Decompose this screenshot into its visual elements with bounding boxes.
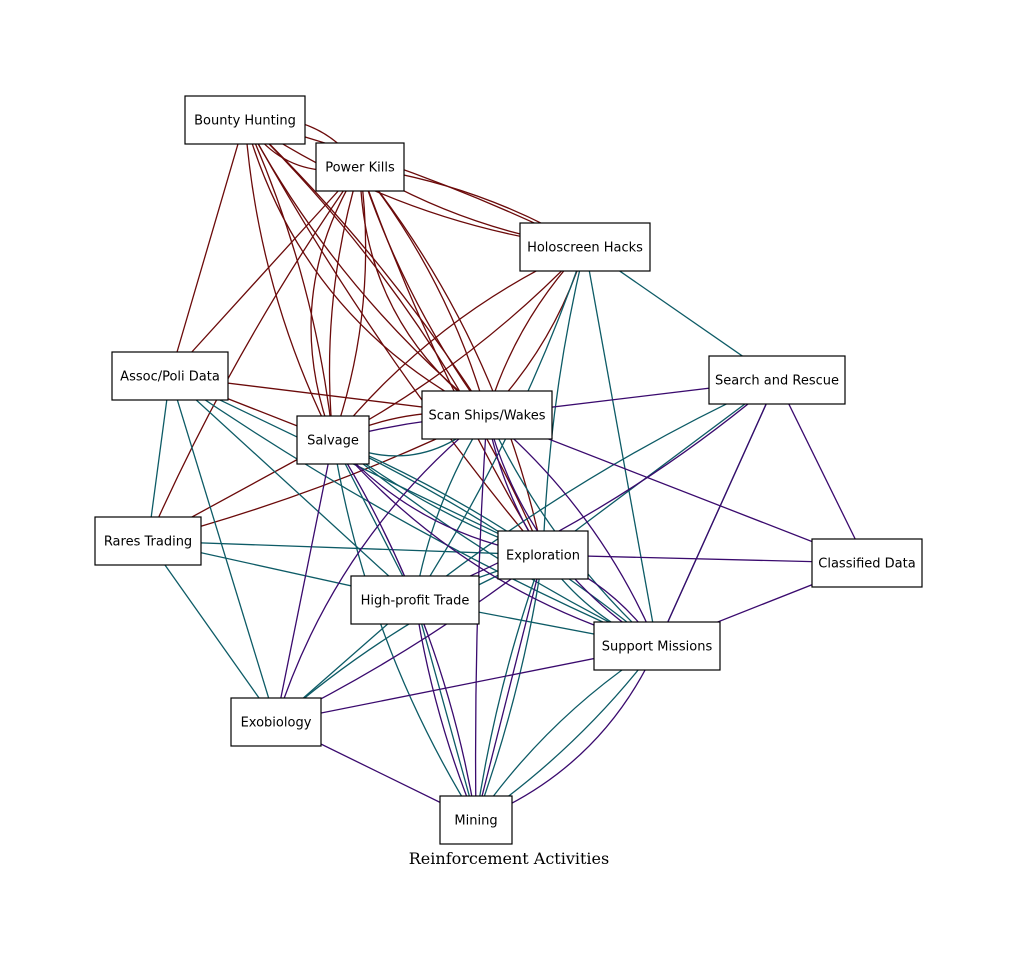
node-label-power: Power Kills bbox=[325, 161, 395, 176]
edge-holo-scan bbox=[486, 246, 586, 416]
edge-holo-support bbox=[584, 246, 658, 647]
node-exobio[interactable]: Exobiology bbox=[230, 697, 322, 747]
node-search[interactable]: Search and Rescue bbox=[708, 355, 846, 405]
node-mining[interactable]: Mining bbox=[439, 795, 513, 845]
node-box-support bbox=[593, 621, 721, 671]
node-box-rares bbox=[94, 516, 202, 566]
node-box-salvage bbox=[296, 415, 370, 465]
edge-holo-scan bbox=[486, 246, 586, 416]
edge-bounty-salvage bbox=[244, 119, 334, 441]
node-holo[interactable]: Holoscreen Hacks bbox=[519, 222, 651, 272]
edge-hptrade-mining bbox=[414, 599, 477, 821]
node-label-classified: Classified Data bbox=[818, 557, 915, 572]
node-rares[interactable]: Rares Trading bbox=[94, 516, 202, 566]
edge-search-classified bbox=[776, 379, 868, 564]
node-box-search bbox=[708, 355, 846, 405]
node-box-exobio bbox=[230, 697, 322, 747]
node-box-bounty bbox=[184, 95, 306, 145]
node-classified[interactable]: Classified Data bbox=[811, 538, 923, 588]
node-label-support: Support Missions bbox=[602, 640, 713, 655]
node-salvage[interactable]: Salvage bbox=[296, 415, 370, 465]
edge-bounty-explor bbox=[244, 119, 544, 556]
edge-assoc-hptrade bbox=[169, 375, 416, 601]
node-hptrade[interactable]: High-profit Trade bbox=[350, 575, 480, 625]
edge-power-salvage bbox=[310, 166, 361, 441]
node-box-explor bbox=[497, 530, 589, 580]
edge-support-mining bbox=[475, 645, 658, 821]
node-label-search: Search and Rescue bbox=[715, 374, 839, 389]
edge-bounty-salvage bbox=[244, 119, 334, 441]
node-explor[interactable]: Exploration bbox=[497, 530, 589, 580]
edge-bounty-assoc bbox=[169, 119, 246, 377]
node-support[interactable]: Support Missions bbox=[593, 621, 721, 671]
node-label-mining: Mining bbox=[454, 814, 497, 829]
node-bounty[interactable]: Bounty Hunting bbox=[184, 95, 306, 145]
edge-power-rares bbox=[147, 166, 361, 542]
node-label-salvage: Salvage bbox=[307, 434, 359, 449]
node-box-assoc bbox=[111, 351, 229, 401]
edge-scan-support bbox=[486, 414, 658, 647]
node-box-mining bbox=[439, 795, 513, 845]
node-label-exobio: Exobiology bbox=[241, 716, 312, 731]
edge-support-mining bbox=[475, 645, 658, 821]
edge-salvage-exobio bbox=[275, 439, 334, 723]
edge-holo-explor bbox=[542, 246, 586, 556]
node-box-scan bbox=[421, 390, 553, 440]
edge-power-explor bbox=[359, 166, 544, 556]
edge-rares-exobio bbox=[147, 540, 277, 723]
edge-power-explor bbox=[359, 166, 544, 556]
node-label-rares: Rares Trading bbox=[104, 535, 192, 550]
edge-search-support bbox=[656, 379, 778, 647]
node-assoc[interactable]: Assoc/Poli Data bbox=[111, 351, 229, 401]
edge-search-hptrade bbox=[414, 379, 778, 601]
node-box-hptrade bbox=[350, 575, 480, 625]
edge-hptrade-mining bbox=[414, 599, 477, 821]
node-label-holo: Holoscreen Hacks bbox=[527, 241, 643, 256]
node-power[interactable]: Power Kills bbox=[315, 142, 405, 192]
edge-explor-mining bbox=[475, 554, 544, 821]
edge-support-mining bbox=[475, 645, 658, 821]
node-label-explor: Exploration bbox=[506, 549, 580, 564]
node-box-holo bbox=[519, 222, 651, 272]
edge-explor-mining bbox=[475, 554, 544, 821]
edge-explor-mining bbox=[475, 554, 544, 821]
edge-power-scan bbox=[359, 166, 488, 416]
edge-salvage-mining bbox=[332, 439, 477, 821]
node-scan[interactable]: Scan Ships/Wakes bbox=[421, 390, 553, 440]
diagram-title: Reinforcement Activities bbox=[409, 849, 609, 868]
edges-layer bbox=[147, 117, 868, 821]
node-label-assoc: Assoc/Poli Data bbox=[120, 370, 220, 385]
edge-power-assoc bbox=[169, 166, 361, 377]
edge-scan-exobio bbox=[275, 414, 488, 723]
node-box-classified bbox=[811, 538, 923, 588]
edge-search-explor bbox=[542, 379, 778, 556]
edge-power-salvage bbox=[332, 166, 367, 441]
edge-assoc-exobio bbox=[169, 375, 277, 723]
edge-power-salvage bbox=[328, 166, 361, 441]
node-box-power bbox=[315, 142, 405, 192]
node-label-hptrade: High-profit Trade bbox=[361, 594, 470, 609]
edge-assoc-support bbox=[169, 375, 658, 647]
node-label-bounty: Bounty Hunting bbox=[194, 114, 296, 129]
node-label-scan: Scan Ships/Wakes bbox=[428, 409, 545, 424]
edge-bounty-explor bbox=[244, 119, 544, 556]
